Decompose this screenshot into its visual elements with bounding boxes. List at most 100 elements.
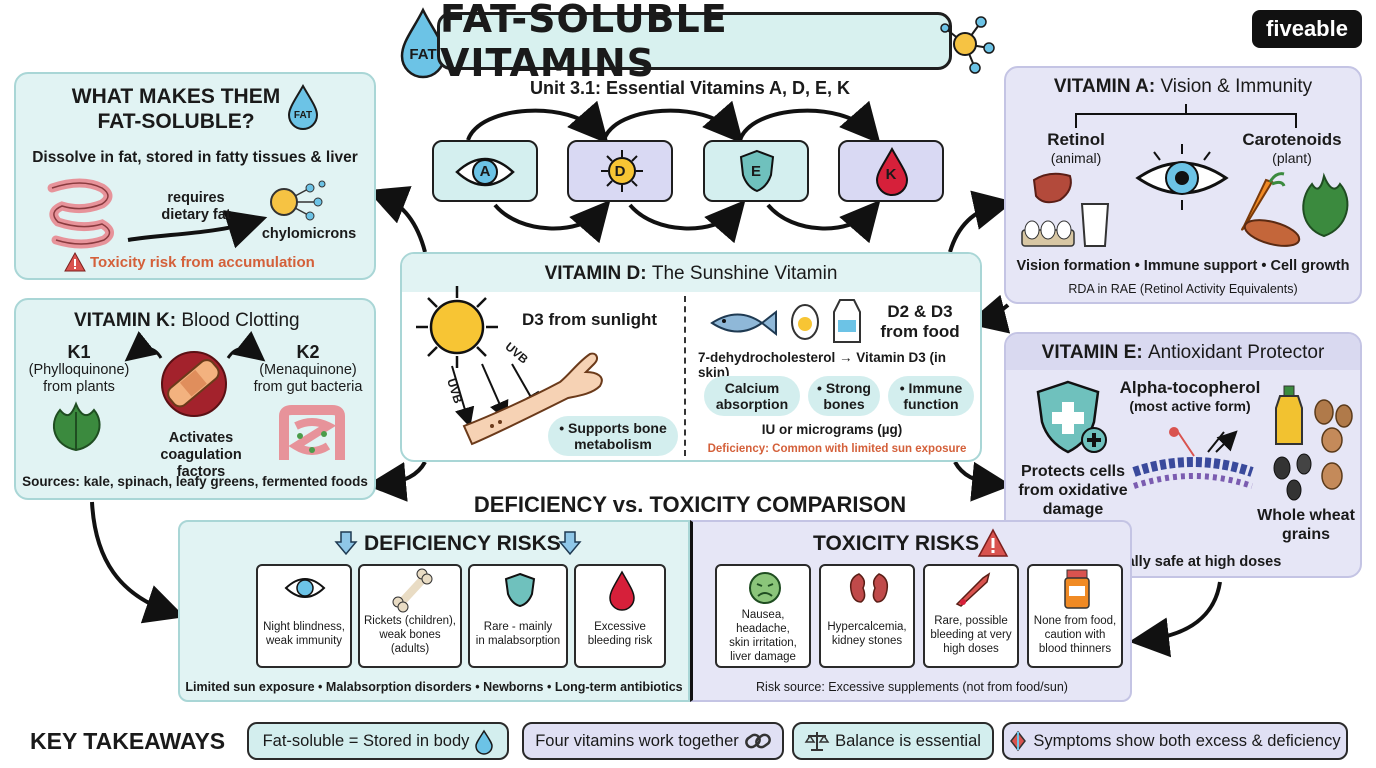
fat-drop-small-icon: FAT [286,83,320,130]
deficiency-card-d: Rickets (children),weak bones(adults) [358,564,462,668]
vitamin-a-panel: VITAMIN A: Vision & Immunity Retinol (an… [1004,66,1362,304]
page-subtitle: Unit 3.1: Essential Vitamins A, D, E, K [529,78,851,98]
vitamin-e-panel: VITAMIN E: Antioxidant Protector Alpha-t… [1004,332,1362,578]
requires-line1: requires [167,190,225,206]
k1-block: K1 (Phylloquinone) from plants [24,342,134,396]
warning-icon [977,528,1009,557]
d-food-line1: D2 & D3 [887,302,953,321]
fat-drop-small-label: FAT [293,110,313,121]
egg-icon [791,304,819,340]
tox-k-line1: None from food, [1033,615,1117,627]
toxicity-card-d: Hypercalcemia,kidney stones [819,564,915,668]
fat-drop-label: FAT [409,46,437,63]
def-a-line2: weak immunity [265,635,343,647]
chain-link-icon [744,733,771,749]
whole-wheat-label: Whole wheat grains [1250,506,1362,544]
toxicity-card-a: Nausea,headache,skin irritation,liver da… [715,564,811,668]
d-deficiency: Deficiency: Common with limited sun expo… [707,443,967,455]
bone-line2: metabolism [574,436,652,452]
vitamin-k-sources: Sources: kale, spinach, leafy greens, fe… [22,474,368,489]
takeaway-stored: Fat-soluble = Stored in body [247,722,509,760]
deficiency-panel: DEFICIENCY RISKS Night blindness, weak im… [178,520,690,702]
eye-icon [284,578,326,598]
def-d-line1: Rickets (children), [363,615,457,627]
intestine-icon [47,178,114,249]
balance-scale-icon [804,732,830,751]
activates-label: Activates coagulation factors [136,430,266,481]
chylomicrons-label: chylomicrons [261,226,357,242]
d-units: IU or micrograms (µg) [761,422,903,437]
tox-e-line2: bleeding at very [930,629,1012,641]
key-takeaways-heading: KEY TAKEAWAYS [30,728,226,754]
cell-membrane-icon [1132,422,1254,489]
vitamin-a-heading-bold: VITAMIN A: [1053,76,1156,97]
tox-k-line2: caution with [1044,629,1106,641]
flow-arrow [127,210,268,249]
protective-shield-icon [1036,380,1107,454]
warning-icon [64,251,86,272]
vitamin-d-panel: VITAMIN D: The Sunshine Vitamin D3 from … [400,252,982,462]
vision-eye-icon [1135,144,1229,210]
def-d-line3: (adults) [390,643,430,655]
molecule-icon [935,14,995,74]
vitamin-letter-d: D [614,163,626,180]
comparison-title: DEFICIENCY vs. TOXICITY COMPARISON [473,492,907,517]
vitamin-k-heading-bold: VITAMIN K: [74,310,177,331]
tox-a-line3: skin irritation, [729,637,797,649]
a-branch-lines [1075,104,1297,128]
k1-line1: (Phylloquinone) [28,362,130,378]
def-a-line1: Night blindness, [263,621,345,633]
def-e-line2: in malabsorption [475,635,561,647]
vitamin-letter-e: E [750,163,761,180]
tox-e-line3: high doses [943,643,999,655]
toxicity-footer: Risk source: Excessive supplements (not … [756,680,1068,694]
benefit-immune-line1: • Immune [899,380,963,396]
milk-glass-icon [1080,203,1110,247]
sweet-potato-icon [1243,219,1301,247]
brand-logo[interactable]: fiveable [1252,10,1362,48]
alpha-title: Alpha-tocopherol [1119,378,1261,397]
arm-icon [462,352,603,446]
vitamin-k-heading-rest: Blood Clotting [181,310,300,331]
vitamin-a-rda: RDA in RAE (Retinol Activity Equivalents… [1068,282,1298,296]
k2-block: K2 (Menaquinone) from gut bacteria [244,342,372,396]
k2-line1: (Menaquinone) [259,362,357,378]
retinol-sub: (animal) [1050,150,1102,166]
vitamin-letter-a: A [479,163,491,180]
blood-drop-icon [609,570,635,611]
vitamin-e-heading: VITAMIN E: Antioxidant Protector [1006,342,1360,364]
vitamin-k-box: K [838,140,944,202]
deficiency-card-a: Night blindness, weak immunity [256,564,352,668]
vitamin-a-heading-rest: Vision & Immunity [1160,76,1313,97]
grains-line2: grains [1281,526,1330,543]
vitamin-letter-k: K [885,166,897,183]
k-swap-arrows [124,331,266,362]
fat-soluble-desc: Dissolve in fat, stored in fatty tissues… [32,149,358,166]
vitamin-a-heading: VITAMIN A: Vision & Immunity [1006,76,1360,98]
k2-title: K2 [296,342,320,362]
takeaway-balance: Balance is essential [792,722,994,760]
chylomicron-icon [270,180,326,221]
fat-soluble-heading: WHAT MAKES THEM FAT-SOLUBLE? [36,84,316,134]
liver-icon [1032,172,1072,204]
takeaway-symptoms: Symptoms show both excess & deficiency [1002,722,1348,760]
takeaway-balance-label: Balance is essential [835,731,981,750]
bone-icon [392,568,433,613]
shield-icon [739,149,775,193]
almonds-icon [1314,399,1353,453]
alpha-tocopherol-label: Alpha-tocopherol (most active form) [1110,378,1270,416]
fat-soluble-panel: WHAT MAKES THEM FAT-SOLUBLE? FAT Dissolv… [14,72,376,280]
toxicity-panel: TOXICITY RISKS Nausea,headache,skin irri… [690,520,1132,702]
sunlight-icon [416,286,498,368]
vitamin-e-heading-rest: Antioxidant Protector [1147,342,1325,363]
vitamin-d-heading-bold: VITAMIN D: [544,263,647,284]
deficiency-heading: DEFICIENCY RISKS [364,532,561,555]
eye-icon [455,157,515,187]
benefit-calcium-line2: absorption [715,396,789,412]
deficiency-footer: Limited sun exposure • Malabsorption dis… [185,680,683,694]
benefit-immune-line2: function [903,396,959,412]
d-food-line2: from food [880,322,960,341]
